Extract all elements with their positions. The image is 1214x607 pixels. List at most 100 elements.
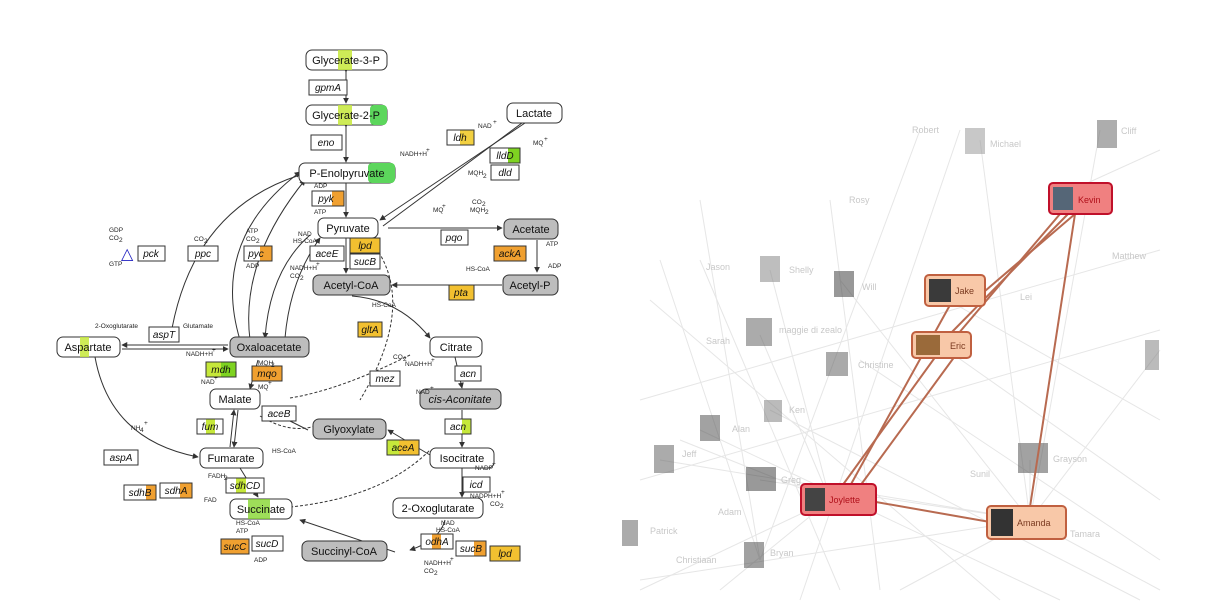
node-eric[interactable]: Eric: [911, 331, 972, 359]
node-kevin[interactable]: Kevin: [1048, 182, 1113, 215]
cofactor-label: 2-Oxoglutarate: [95, 323, 138, 330]
metabolite-malate: Malate: [209, 388, 261, 410]
svg-text:Isocitrate: Isocitrate: [440, 453, 485, 465]
avatar: [826, 352, 848, 376]
enzyme-eno: eno: [310, 134, 343, 151]
svg-text:mqo: mqo: [257, 369, 277, 380]
cofactor-label: NAD: [201, 379, 215, 386]
svg-text:aceB: aceB: [268, 409, 291, 420]
cofactor-label: HS-CoA: [436, 527, 461, 534]
node-amanda[interactable]: Amanda: [986, 505, 1067, 540]
delta-symbol: △: [121, 246, 134, 263]
svg-text:pyk: pyk: [317, 194, 335, 205]
svg-text:acn: acn: [460, 369, 477, 380]
svg-text:+: +: [442, 203, 446, 210]
node-sunil: Sunil: [970, 469, 990, 479]
edge-eric-joylette-2: [859, 355, 956, 487]
metabolite-lactate: Lactate: [506, 102, 563, 124]
avatar: [746, 318, 772, 346]
svg-text:2: 2: [271, 362, 275, 369]
svg-text:+: +: [431, 357, 435, 364]
node-tamara: Tamara: [1070, 529, 1100, 539]
svg-text:2-Oxoglutarate: 2-Oxoglutarate: [402, 503, 475, 515]
svg-text:+: +: [493, 119, 497, 126]
metabolite-2-oxoglutarate: 2-Oxoglutarate: [392, 497, 484, 519]
node-jason: Jason: [706, 262, 730, 272]
cofactor-label: GTP: [109, 261, 122, 268]
avatar: [654, 445, 674, 473]
svg-text:mdh: mdh: [211, 365, 231, 376]
svg-text:2: 2: [204, 238, 208, 245]
cofactor-label: NADP: [475, 465, 493, 472]
enzyme-ppc: ppc: [187, 245, 219, 262]
svg-text:acn: acn: [450, 422, 467, 433]
avatar: [744, 542, 764, 568]
node-lei: Lei: [1020, 292, 1032, 302]
enzyme-ackA: ackA: [493, 245, 527, 262]
svg-text:aspA: aspA: [110, 453, 133, 464]
node-patrick: Patrick: [650, 526, 678, 536]
cofactor-label: NADH+H: [405, 361, 432, 368]
metabolite-oxaloacetate: Oxaloacetate: [229, 336, 310, 358]
svg-text:+: +: [450, 556, 454, 563]
enzyme-icd: icd: [462, 476, 491, 493]
enzyme-lldD: lldD: [489, 147, 521, 164]
cofactor-label: NADH+H: [424, 560, 451, 567]
node-christine: Christine: [858, 360, 894, 370]
avatar: [1145, 340, 1159, 370]
svg-text:Aspartate: Aspartate: [64, 342, 111, 354]
edge-joylette-amanda: [875, 501, 991, 523]
cofactor-label: HS-CoA: [466, 266, 491, 273]
svg-text:Succinyl-CoA: Succinyl-CoA: [311, 546, 378, 558]
cofactor-label: ADP: [548, 263, 561, 270]
cofactor-label: ADP: [314, 183, 327, 190]
metabolite-p-enolpyruvate: P-Enolpyruvate: [298, 162, 396, 184]
cofactor-label: ADP: [246, 263, 259, 270]
cofactor-label: ADP: [254, 557, 267, 564]
svg-text:Joylette: Joylette: [829, 495, 860, 505]
social-network-graph: Robert Michael Cliff Rosy Jason Shelly W…: [622, 120, 1161, 601]
cofactor-label: CO: [290, 273, 300, 280]
enzyme-pck: pck: [137, 245, 166, 262]
svg-text:sdhB: sdhB: [129, 488, 152, 499]
enzyme-acn-2: acn: [444, 418, 472, 435]
avatar: [1018, 443, 1048, 473]
svg-text:icd: icd: [470, 480, 483, 491]
svg-text:2: 2: [485, 209, 489, 216]
cofactor-label: HS-CoA: [272, 448, 297, 455]
cofactor-label: ATP: [314, 209, 326, 216]
node-jake[interactable]: Jake: [924, 274, 986, 307]
node-adam: Adam: [718, 507, 742, 517]
edge-kevin-eric-2: [957, 213, 1061, 335]
enzyme-nodes: gpmA eno ldh lldD dld pyk pck ppc pyc ac…: [103, 79, 527, 562]
svg-text:ppc: ppc: [194, 249, 211, 260]
cofactor-label: HS-CoA: [293, 238, 318, 245]
svg-text:2: 2: [403, 356, 407, 363]
cofactor-label: NAD: [298, 231, 312, 238]
enzyme-pta: pta: [448, 284, 475, 301]
cofactor-label: MQH: [470, 207, 485, 214]
svg-text:+: +: [430, 385, 434, 392]
cofactor-label: MQ: [433, 207, 443, 214]
cofactor-label: ATP: [236, 528, 248, 535]
svg-text:+: +: [212, 347, 216, 354]
node-jeff: Jeff: [682, 449, 697, 459]
enzyme-pyc: pyc: [243, 245, 273, 262]
node-michael: Michael: [990, 139, 1021, 149]
svg-text:sucD: sucD: [256, 539, 279, 550]
cofactor-label: NAD: [441, 520, 455, 527]
enzyme-aceE: aceE: [309, 245, 345, 262]
enzyme-sucC: sucC: [220, 538, 250, 555]
metabolite-citrate: Citrate: [429, 336, 483, 358]
cofactor-label: CO: [472, 199, 482, 206]
svg-text:odhA: odhA: [425, 537, 449, 548]
metabolite-isocitrate: Isocitrate: [429, 447, 495, 469]
node-joylette[interactable]: Joylette: [800, 483, 877, 516]
avatar: [760, 256, 780, 282]
enzyme-mdh: mdh: [205, 361, 237, 378]
metabolite-glycerate-2-p: Glycerate-2-P: [305, 104, 388, 126]
enzyme-aspA: aspA: [103, 449, 139, 466]
cofactor-label: MQH: [468, 170, 483, 177]
cofactor-label: HS-CoA: [236, 520, 261, 527]
